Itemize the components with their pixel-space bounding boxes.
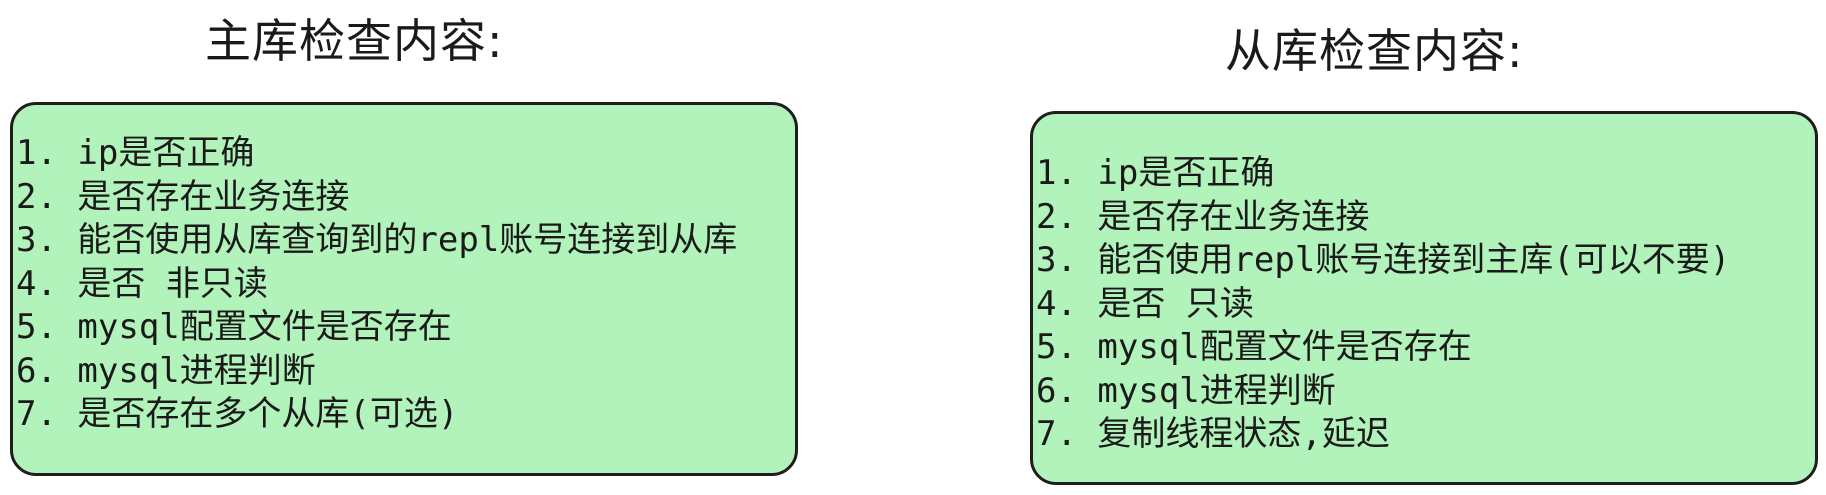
replica-check-item-4: 4. 是否 只读 <box>1036 283 1254 324</box>
primary-check-list: 1. ip是否正确 2. 是否存在业务连接 3. 能否使用从库查询到的repl账… <box>16 132 737 437</box>
primary-check-title: 主库检查内容: <box>205 14 504 68</box>
replica-check-item-1: 1. ip是否正确 <box>1036 153 1275 193</box>
replica-check-box: 1. ip是否正确 2. 是否存在业务连接 3. 能否使用repl账号连接到主库… <box>1030 111 1818 485</box>
replica-check-item-2: 2. 是否存在业务连接 <box>1036 196 1370 237</box>
primary-check-item-4: 4. 是否 非只读 <box>16 263 268 304</box>
primary-check-item-7: 7. 是否存在多个从库(可选) <box>16 394 459 434</box>
replica-check-title: 从库检查内容: <box>1225 24 1524 78</box>
replica-check-list: 1. ip是否正确 2. 是否存在业务连接 3. 能否使用repl账号连接到主库… <box>1036 152 1730 457</box>
replica-check-item-7: 7. 复制线程状态,延迟 <box>1036 414 1390 454</box>
primary-check-item-1: 1. ip是否正确 <box>16 133 255 173</box>
replica-check-item-5: 5. mysql配置文件是否存在 <box>1036 327 1472 367</box>
primary-check-item-2: 2. 是否存在业务连接 <box>16 176 350 217</box>
primary-check-box: 1. ip是否正确 2. 是否存在业务连接 3. 能否使用从库查询到的repl账… <box>10 102 798 476</box>
replica-check-item-6: 6. mysql进程判断 <box>1036 370 1336 411</box>
primary-check-item-5: 5. mysql配置文件是否存在 <box>16 307 452 347</box>
primary-check-item-6: 6. mysql进程判断 <box>16 350 316 391</box>
replica-check-item-3: 3. 能否使用repl账号连接到主库(可以不要) <box>1036 240 1731 280</box>
primary-check-item-3: 3. 能否使用从库查询到的repl账号连接到从库 <box>16 220 738 260</box>
